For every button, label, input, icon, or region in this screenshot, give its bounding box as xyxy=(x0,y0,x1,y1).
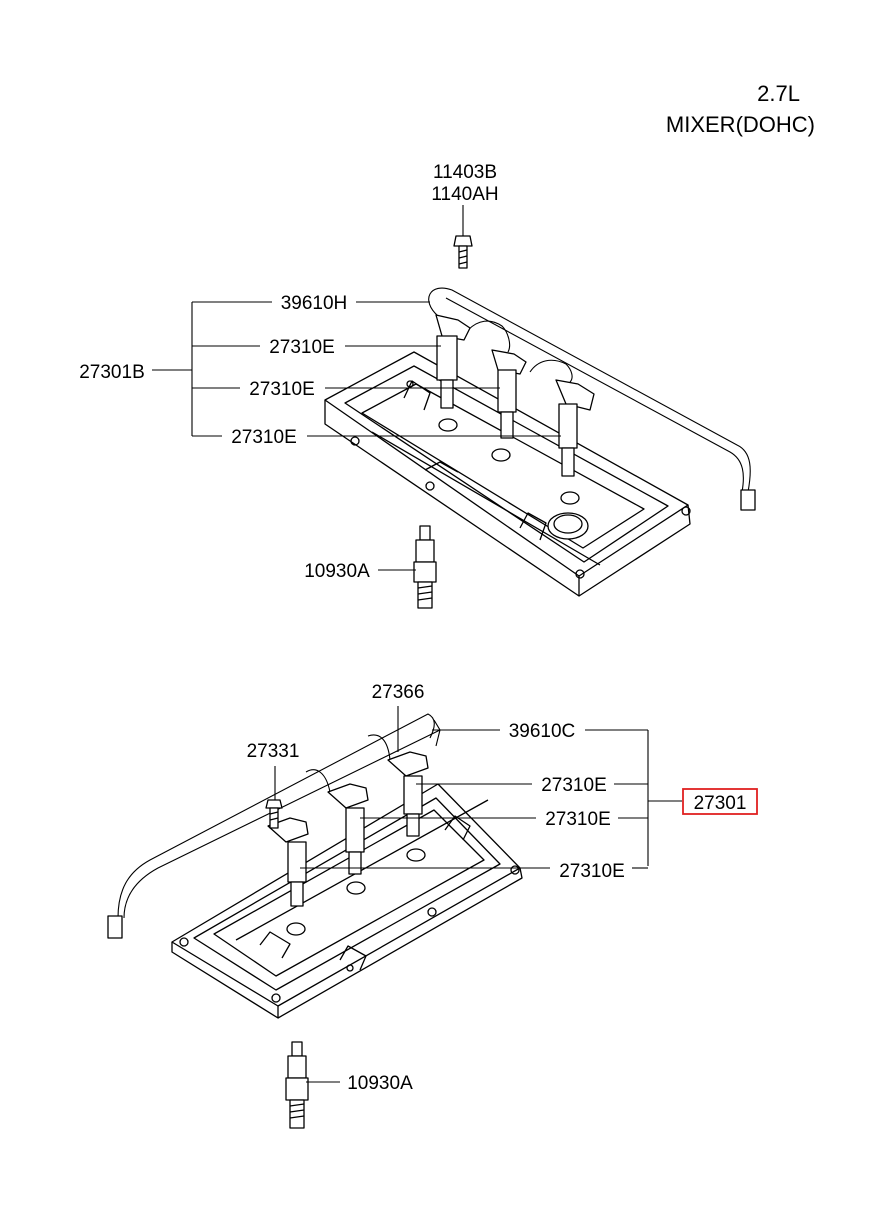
lower-cable-connector xyxy=(107,915,123,939)
lower-coil-1 xyxy=(387,751,429,837)
upper-coil-label-1: 27310E xyxy=(269,337,335,358)
upper-bolt-label-2: 1140AH xyxy=(431,184,498,205)
lower-rocker-cover xyxy=(171,783,523,1019)
upper-spark-plug-label: 10930A xyxy=(304,561,370,582)
lower-assembly-label[interactable]: 27301 xyxy=(694,793,747,814)
lower-spark-plug-label: 10930A xyxy=(347,1073,413,1094)
upper-coil-label-3: 27310E xyxy=(231,427,297,448)
lower-bolt xyxy=(265,799,283,829)
upper-bolt xyxy=(453,235,473,269)
lower-coil-3 xyxy=(267,817,309,907)
upper-coil-3 xyxy=(555,379,595,477)
lower-coil-label-3: 27310E xyxy=(559,861,625,882)
upper-spark-plug xyxy=(413,525,437,609)
upper-coil-2 xyxy=(491,349,527,439)
lower-bracket-label: 27366 xyxy=(372,682,425,703)
upper-cable-label: 39610H xyxy=(281,293,348,314)
lower-bolt-label: 27331 xyxy=(247,741,300,762)
upper-cable-connector xyxy=(740,489,756,511)
lower-cable-label: 39610C xyxy=(509,721,576,742)
upper-rocker-cover xyxy=(324,351,691,597)
upper-assembly-label: 27301B xyxy=(79,362,145,383)
lower-coil-label-1: 27310E xyxy=(541,775,607,796)
lower-spark-plug xyxy=(285,1041,309,1129)
upper-assembly: 11403B 1140AH 39610H 27310E 27310E 27310… xyxy=(79,162,756,609)
engine-label: 2.7L xyxy=(757,81,800,106)
upper-bolt-label-1: 11403B xyxy=(433,162,497,183)
model-label: MIXER(DOHC) xyxy=(666,112,815,137)
lower-assembly: 27366 27331 39610C 27310E 27310E 27310E … xyxy=(107,682,758,1129)
highlight-box xyxy=(682,788,758,815)
upper-coil-label-2: 27310E xyxy=(249,379,315,400)
lower-coil-label-2: 27310E xyxy=(545,809,611,830)
upper-coil-1 xyxy=(435,314,471,409)
